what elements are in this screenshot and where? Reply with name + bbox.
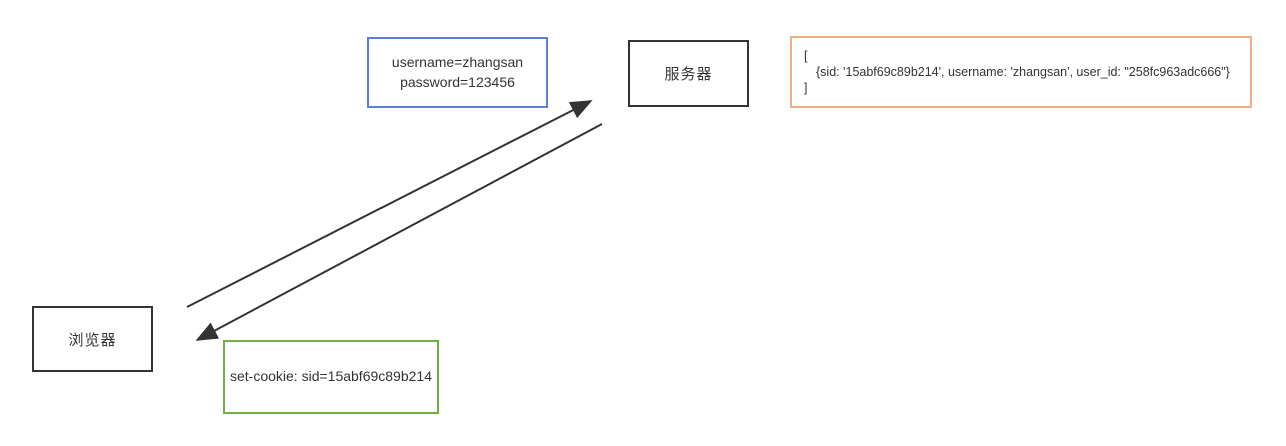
request-arrow: [186, 100, 593, 308]
browser-node: 浏览器: [32, 306, 153, 372]
set-cookie-line: set-cookie: sid=15abf69c89b214: [230, 368, 432, 385]
set-cookie-note: set-cookie: sid=15abf69c89b214: [223, 340, 439, 414]
session-record-line: {sid: '15abf69c89b214', username: 'zhang…: [816, 64, 1230, 79]
server-node: 服务器: [628, 40, 749, 107]
server-node-label: 服务器: [664, 66, 713, 83]
session-store-note: [ {sid: '15abf69c89b214', username: 'zha…: [790, 36, 1252, 108]
session-close-bracket: ]: [804, 81, 808, 96]
browser-node-label: 浏览器: [68, 331, 117, 349]
session-open-bracket: [: [804, 48, 808, 63]
request-username-line: username=zhangsan: [391, 53, 524, 70]
request-payload-note: username=zhangsan password=123456: [367, 37, 548, 108]
response-arrow: [195, 123, 603, 341]
request-password-line: password=123456: [400, 73, 515, 90]
